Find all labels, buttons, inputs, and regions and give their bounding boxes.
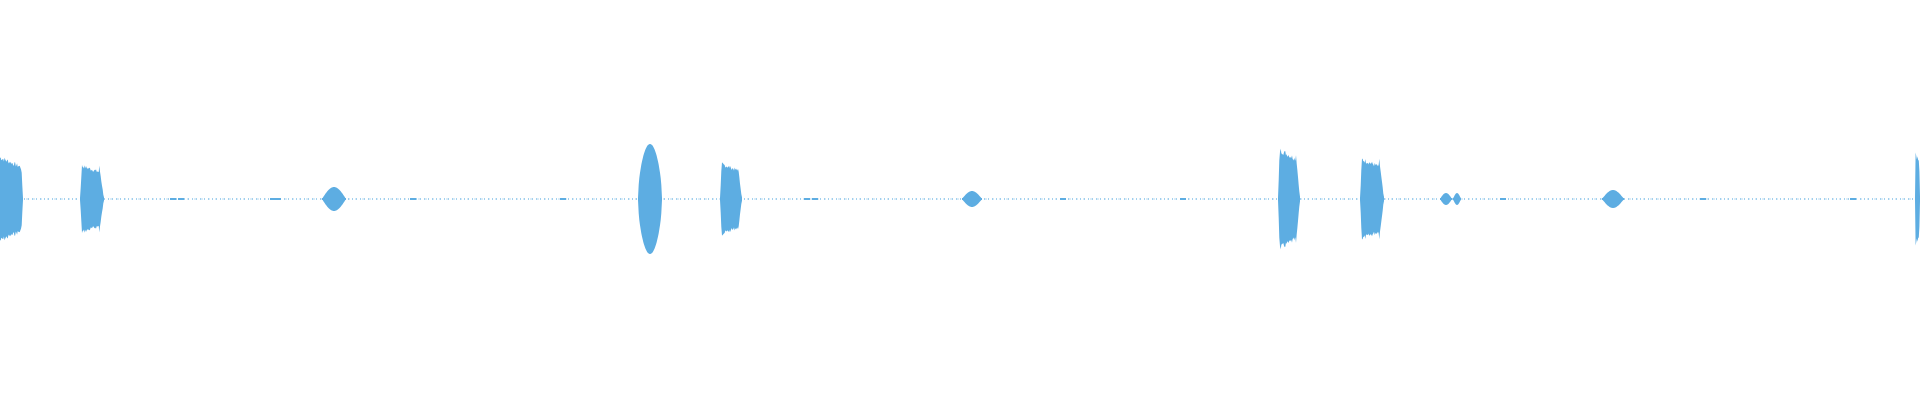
waveform-segment-1: [0, 157, 23, 241]
waveform-segment-5: [720, 162, 742, 236]
waveform-speck: [270, 198, 276, 200]
waveform-segments: [0, 144, 1920, 254]
waveform-segment-10: [1453, 193, 1461, 205]
waveform-speck: [812, 198, 818, 200]
waveform-segment-9: [1440, 193, 1452, 205]
waveform-speck: [1700, 198, 1706, 200]
waveform-speck: [170, 198, 176, 200]
waveform-segment-12: [1915, 152, 1920, 246]
waveform-speck: [560, 198, 566, 200]
waveform-speck: [178, 198, 184, 200]
waveform-segment-4: [638, 144, 662, 254]
waveform-segment-11: [1602, 190, 1624, 208]
waveform-speck: [1500, 198, 1506, 200]
waveform-speck: [1850, 198, 1856, 200]
waveform-segment-7: [1278, 148, 1300, 250]
waveform-segment-6: [962, 191, 982, 207]
waveform-speck: [1180, 198, 1186, 200]
waveform-speck: [1060, 198, 1066, 200]
waveform-speck: [410, 198, 416, 200]
waveform-speck: [804, 198, 810, 200]
waveform-speck: [275, 198, 281, 200]
waveform-segment-8: [1360, 158, 1384, 240]
waveform-segment-2: [80, 165, 104, 233]
waveform-segment-3: [322, 187, 346, 211]
